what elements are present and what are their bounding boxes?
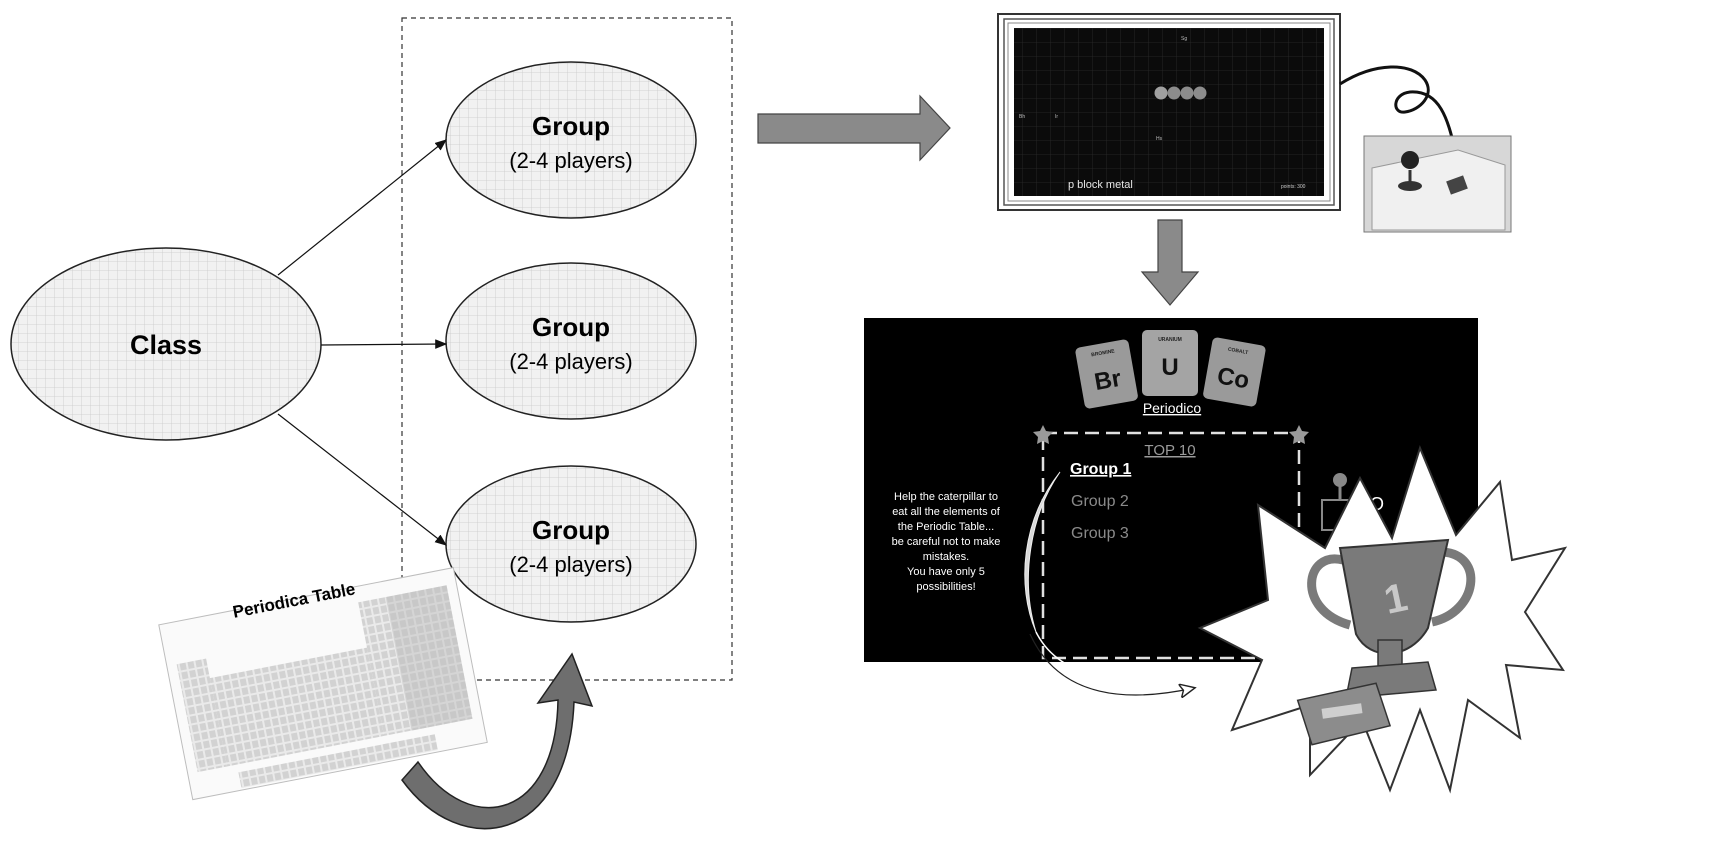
class-label: Class: [130, 330, 202, 360]
logo-title: Periodico: [1143, 400, 1202, 416]
caterpillar-segment: [1193, 86, 1207, 100]
leaderboard-entry-1: Group 1: [1070, 461, 1131, 478]
joystick-photo: [1363, 135, 1512, 233]
instructions-line: mistakes.: [923, 551, 969, 563]
game-screen: Sg Hs Ir Bh p block metal points: 300: [997, 13, 1341, 211]
group-title: Group: [532, 111, 610, 141]
caterpillar-segment: [1180, 86, 1194, 100]
leaderboard-entry-2: Group 2: [1071, 493, 1129, 510]
trophy-icon: 1: [1296, 538, 1476, 746]
element-label: Ir: [1055, 114, 1058, 120]
group-subtitle: (2-4 players): [509, 349, 632, 374]
group-title: Group: [532, 312, 610, 342]
star-icon: [1033, 425, 1053, 444]
leaderboard-entry-3: Group 3: [1071, 525, 1129, 542]
flow-arrow-right: [757, 94, 951, 162]
group-node-3: Group (2-4 players): [445, 465, 697, 623]
group-node-1: Group (2-4 players): [445, 61, 697, 219]
logo-tile-u: URANIUM U: [1142, 330, 1198, 396]
instructions-text: Help the caterpillar to eat all the elem…: [892, 491, 1001, 593]
tile-symbol: Br: [1092, 365, 1123, 396]
rank-curve-arrow-line: [1035, 631, 1193, 683]
category-text: p block metal: [1068, 179, 1133, 191]
tile-symbol: U: [1161, 354, 1178, 381]
instructions-line: be careful not to make: [892, 536, 1001, 548]
tile-symbol: Co: [1215, 362, 1251, 394]
instructions-line: eat all the elements of: [892, 506, 1001, 518]
curved-feedback-arrow: [401, 652, 594, 830]
star-icon: [1289, 425, 1309, 444]
element-label: Bh: [1019, 114, 1025, 120]
logo-tile-br: BROMINE Br: [1075, 339, 1138, 409]
caterpillar-segment: [1167, 86, 1181, 100]
group-subtitle: (2-4 players): [509, 148, 632, 173]
top10-title: TOP 10: [1144, 442, 1195, 459]
group-title: Group: [532, 515, 610, 545]
instructions-line: the Periodic Table...: [898, 521, 994, 533]
periodic-table-image: [158, 567, 488, 801]
group-node-2: Group (2-4 players): [445, 262, 697, 420]
points-text: points: 300: [1281, 184, 1306, 190]
connector-arrow: [277, 413, 447, 546]
connector-arrow: [277, 139, 447, 276]
instructions-line: Help the caterpillar to: [894, 491, 998, 503]
logo-tile-co: COBALT Co: [1203, 337, 1266, 407]
instructions-line: You have only 5: [907, 566, 985, 578]
tile-name: COBALT: [1227, 347, 1248, 356]
instructions-line: possibilities!: [916, 581, 975, 593]
element-label: Hs: [1156, 136, 1163, 142]
rank-curve-arrow-outline: [1029, 633, 1194, 695]
flow-arrow-down: [1140, 219, 1200, 306]
connector-arrow: [320, 339, 448, 349]
trophy-starburst: 1: [1197, 445, 1568, 794]
caterpillar-segment: [1154, 86, 1168, 100]
class-node: [10, 247, 322, 441]
element-label: Sg: [1181, 36, 1187, 42]
group-subtitle: (2-4 players): [509, 552, 632, 577]
tile-name: URANIUM: [1158, 337, 1182, 343]
joystick-cable: [1339, 65, 1457, 151]
tile-name: BROMINE: [1091, 348, 1116, 358]
